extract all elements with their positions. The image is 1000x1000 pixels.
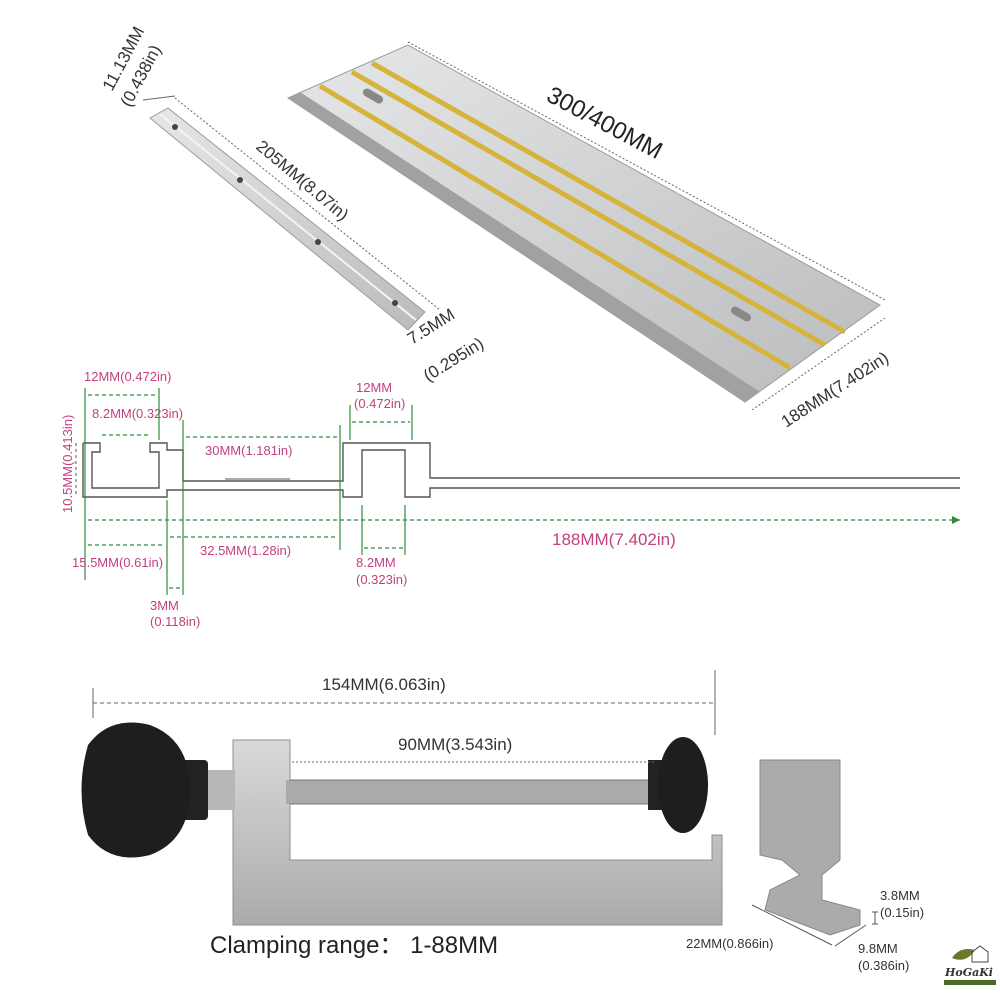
foot-width-label-in: (0.386in) bbox=[858, 958, 909, 973]
slot1-inner-label: 8.2MM(0.323in) bbox=[92, 406, 183, 421]
screw-length-label: 90MM(3.543in) bbox=[398, 735, 512, 754]
slot2-inner-label: 8.2MM bbox=[356, 555, 396, 570]
track-clamp bbox=[81, 722, 861, 936]
foot-thickness-label-in: (0.15in) bbox=[880, 905, 924, 920]
overall-length-label: 154MM(6.063in) bbox=[322, 675, 446, 694]
total-width-label: 188MM(7.402in) bbox=[552, 530, 676, 549]
wall-label: 3MM bbox=[150, 598, 179, 613]
slot1-outer-label: 12MM(0.472in) bbox=[84, 369, 171, 384]
wall-label-in: (0.118in) bbox=[150, 614, 200, 629]
profile-height-label: 10.5MM(0.413in) bbox=[60, 415, 75, 513]
left-width-label: 15.5MM(0.61in) bbox=[72, 555, 163, 570]
rail-height-label-in: (0.295in) bbox=[420, 334, 487, 386]
gap-label: 30MM(1.181in) bbox=[205, 443, 292, 458]
rail-length-dimension-line bbox=[174, 97, 441, 311]
clamping-range-label: Clamping range： 1-88MM bbox=[210, 932, 498, 959]
slot2-inner-label-in: (0.323in) bbox=[356, 572, 407, 587]
rail-width-dimension-line bbox=[142, 95, 176, 101]
slot2-outer-label-in: (0.472in) bbox=[354, 396, 405, 411]
guide-track bbox=[286, 44, 881, 403]
slot2-outer-label: 12MM bbox=[356, 380, 392, 395]
brand-logo: HoGaKi bbox=[944, 945, 996, 985]
profile-dimension-lines bbox=[75, 388, 960, 595]
svg-text:HoGaKi: HoGaKi bbox=[944, 966, 993, 979]
miter-rail bbox=[149, 107, 426, 331]
foot-length-dimension-line bbox=[751, 904, 833, 946]
track-profile bbox=[82, 442, 960, 498]
foot-thickness-label: 3.8MM bbox=[880, 888, 920, 903]
foot-length-label: 22MM(0.866in) bbox=[686, 936, 773, 951]
span-label: 32.5MM(1.28in) bbox=[200, 543, 291, 558]
foot-width-label: 9.8MM bbox=[858, 941, 898, 956]
track-width-dimension-line bbox=[751, 317, 886, 411]
